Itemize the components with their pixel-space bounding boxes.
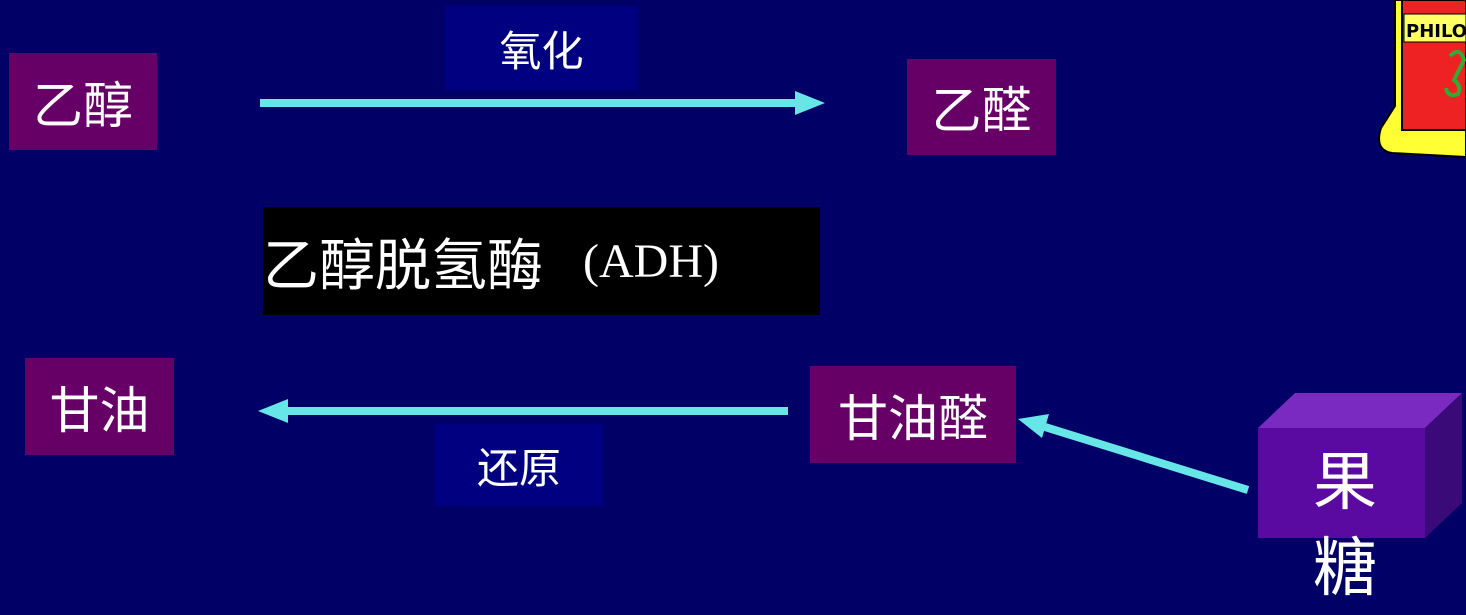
bottle-label: PHILO — [1406, 21, 1466, 42]
enzyme-abbreviation: (ADH) — [583, 234, 719, 288]
acetaldehyde-node: 乙醛 — [907, 59, 1056, 155]
glyceraldehyde-node: 甘油醛 — [810, 366, 1016, 463]
enzyme-label: 乙醇脱氢酶 (ADH) — [263, 207, 820, 315]
ethanol-node: 乙醇 — [9, 53, 157, 150]
reduction-label: 还原 — [435, 424, 603, 506]
oxidation-label: 氧化 — [445, 6, 638, 90]
fructose-label: 果 糖 — [1290, 440, 1400, 612]
enzyme-name: 乙醇脱氢酶 — [263, 233, 543, 299]
fructose-line-1: 果 — [1313, 446, 1377, 520]
reduction-arrow — [258, 399, 788, 423]
oxidation-arrow — [260, 91, 825, 115]
glycerol-node: 甘油 — [25, 358, 174, 455]
fructose-to-glyceraldehyde-arrow — [1018, 414, 1250, 494]
fructose-line-2: 糖 — [1313, 532, 1377, 606]
